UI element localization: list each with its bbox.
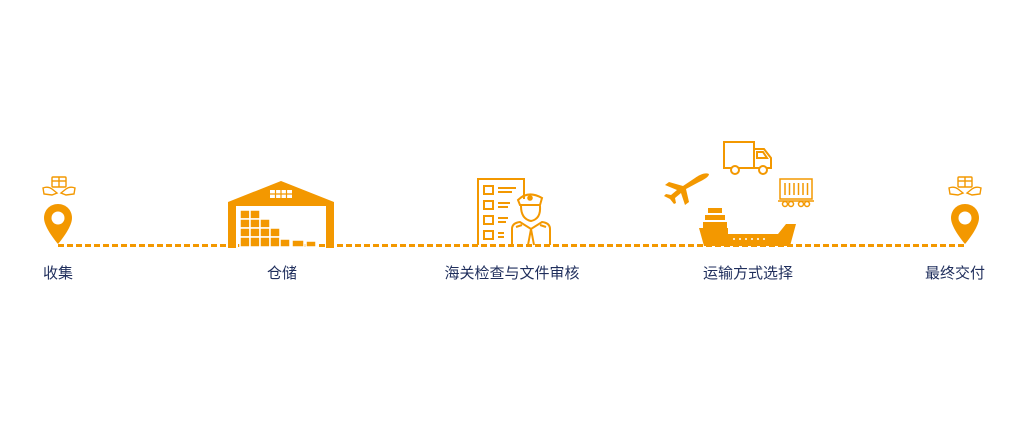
rail-container-icon [777, 178, 815, 208]
hands-box-icon [42, 176, 76, 198]
step-label-customs: 海关检查与文件审核 [444, 264, 580, 282]
step-label-warehousing: 仓储 [266, 264, 298, 282]
location-pin-icon [43, 203, 73, 245]
cargo-ship-icon [698, 206, 798, 248]
location-pin-icon [950, 203, 980, 245]
customs-officer-checklist-icon [476, 177, 556, 247]
truck-icon [723, 141, 773, 175]
step-label-transport: 运输方式选择 [702, 264, 794, 282]
step-label-delivery: 最终交付 [924, 264, 986, 282]
hands-box-icon [948, 176, 982, 198]
dashed-timeline-line [58, 244, 964, 247]
warehouse-icon [226, 180, 336, 250]
airplane-icon [663, 172, 711, 206]
step-label-collection: 收集 [42, 264, 74, 282]
